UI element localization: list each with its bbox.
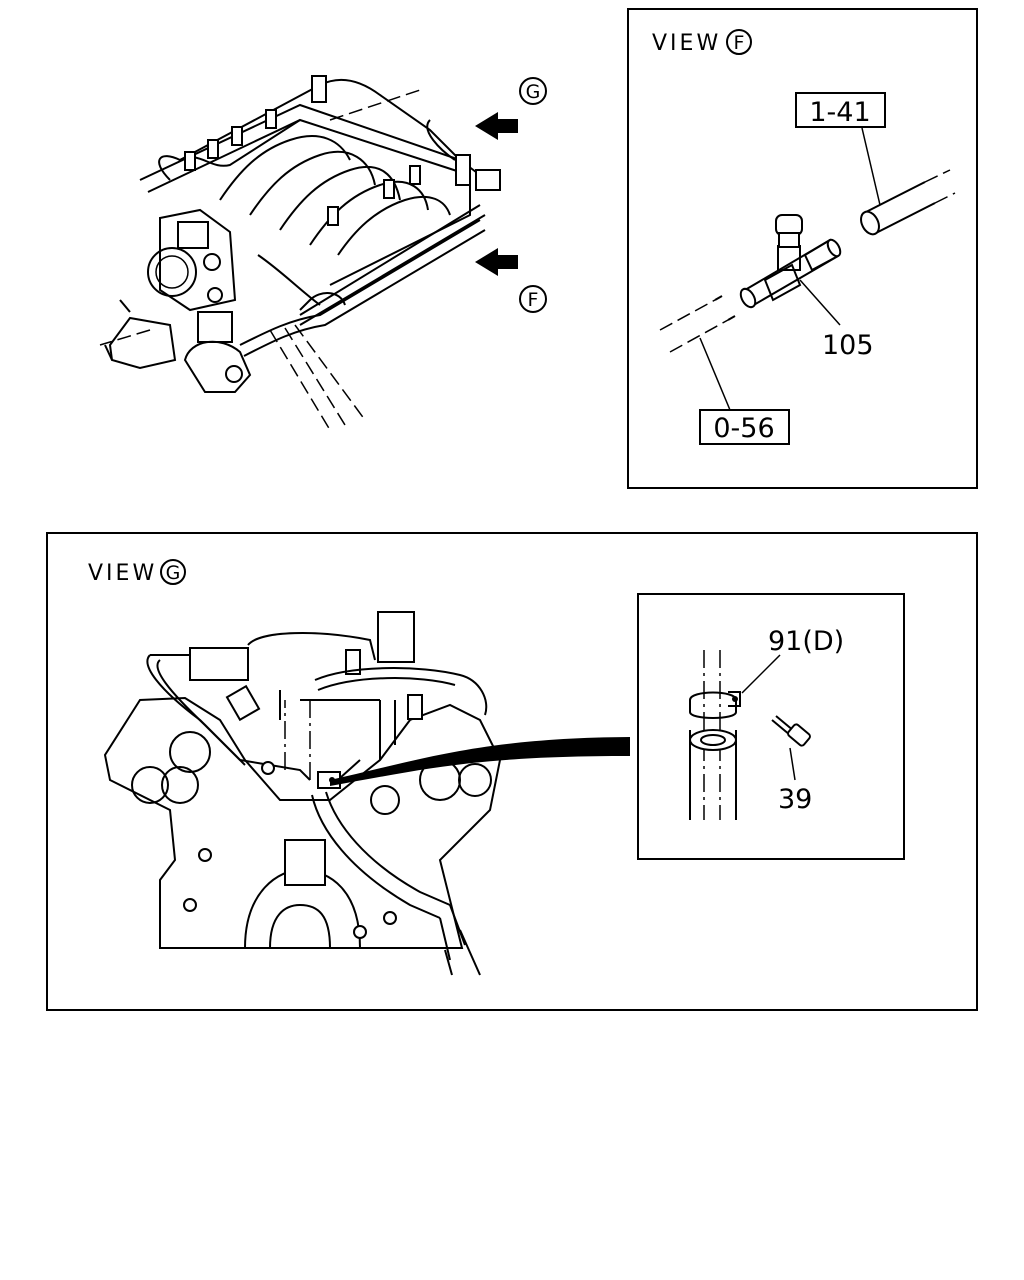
view-g-marker-circle [160,559,186,585]
arrow-f: F [475,248,547,313]
clamp-detail-panel [637,593,905,860]
t-fitting-105 [739,214,842,309]
part-box-1-41 [795,92,886,128]
view-f-marker: F [734,32,745,54]
part-label-39: 39 [778,784,812,815]
callout-g-circle [519,77,547,105]
hose-1-41 [860,169,956,236]
part-label-1-41: 1-41 [809,97,870,128]
part-label-105: 105 [822,330,874,361]
view-g-marker: G [166,562,181,584]
callout-f-circle [519,285,547,313]
part-label-0-56: 0-56 [713,413,774,444]
view-f-title: VIEW [652,31,721,56]
hose-0-56 [659,295,736,353]
engine-front-illustration [103,611,502,976]
part-label-91d: 91(D) [768,626,844,657]
clamp-detail-illustration [689,650,811,820]
engine-overview-illustration [99,75,501,431]
view-f-marker-circle [726,29,752,55]
view-g-title: VIEW [88,561,157,586]
part-box-0-56 [699,409,790,445]
view-g-panel [46,532,978,1011]
callout-f-label: F [528,289,539,311]
view-f-panel [627,8,978,489]
arrow-g: G [475,77,547,140]
detail-callout-wedge [330,737,630,786]
callout-g-label: G [526,81,541,103]
